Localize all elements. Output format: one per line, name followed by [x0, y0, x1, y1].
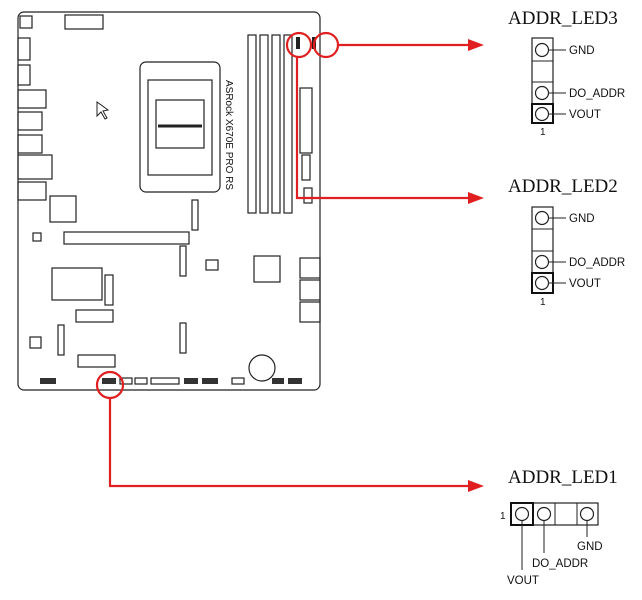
pin-label-vout: VOUT — [507, 575, 539, 587]
pin-label-gnd: GND — [569, 213, 595, 225]
board-logo: ASRock X670E PRO RS — [223, 80, 234, 190]
pin-label-do-addr: DO_ADDR — [532, 558, 588, 570]
dimm-slots — [247, 34, 293, 214]
cursor-icon — [96, 101, 110, 120]
addr-led3-header: ADDR_LED3 GND DO_ADDR VOUT 1 — [508, 8, 625, 138]
pin1-marker: 1 — [540, 297, 546, 308]
header-title: ADDR_LED1 — [508, 467, 618, 488]
callout-led3 — [285, 31, 484, 59]
pin-label-do-addr: DO_ADDR — [569, 88, 625, 100]
addr-led2-header: ADDR_LED2 GND DO_ADDR VOUT 1 — [508, 176, 625, 308]
motherboard-outline: ASRock X670E PRO RS — [17, 11, 321, 391]
pin-label-gnd: GND — [577, 541, 603, 553]
header-title: ADDR_LED3 — [508, 8, 618, 29]
pin1-marker: 1 — [500, 511, 506, 522]
pin-label-vout: VOUT — [569, 109, 601, 121]
callout-led1 — [95, 370, 484, 492]
pin1-marker: 1 — [540, 127, 546, 138]
pin-label-vout: VOUT — [569, 278, 601, 290]
cpu-socket — [139, 61, 221, 193]
callout-led2 — [295, 57, 484, 204]
header-title: ADDR_LED2 — [508, 176, 618, 197]
bottom-headers — [40, 377, 302, 385]
addr-led1-header: ADDR_LED1 1 GND DO_ADDR VOUT — [500, 467, 618, 587]
pin-label-do-addr: DO_ADDR — [569, 257, 625, 269]
pin-label-gnd: GND — [569, 45, 595, 57]
